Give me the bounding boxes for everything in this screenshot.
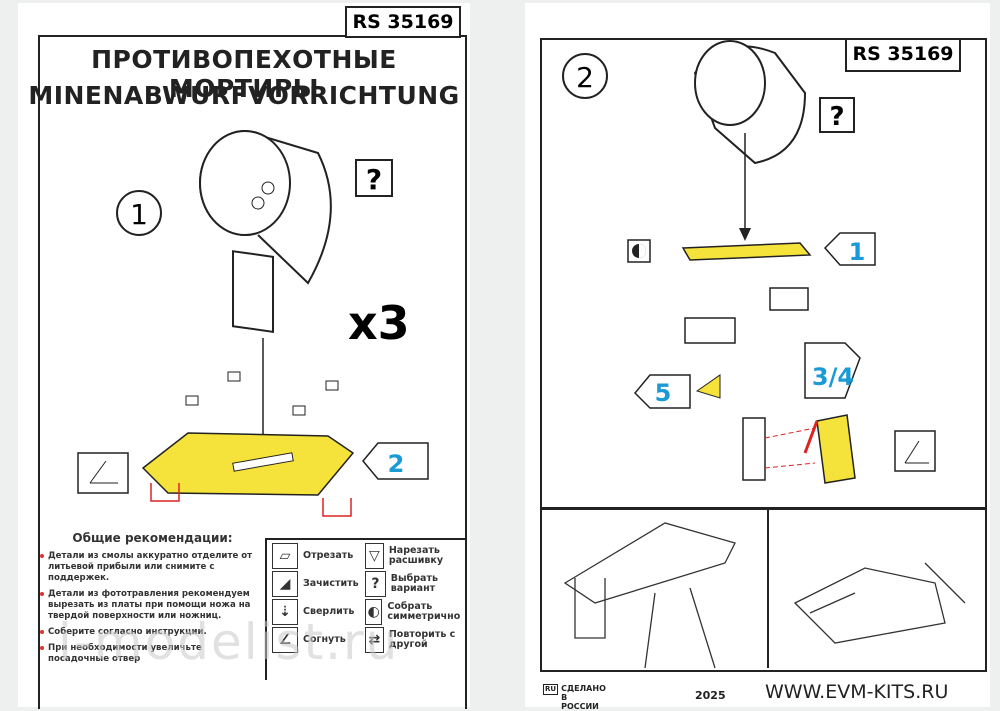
- symmetric-icon: ◐: [365, 599, 383, 625]
- repeat-icon: ⇄: [365, 627, 384, 653]
- title-de: MINENABWURFVORRICHTUNG: [28, 81, 460, 110]
- svg-text:2: 2: [388, 450, 405, 478]
- bend-icon: ∠: [272, 627, 298, 653]
- instruction-page-left: RS 35169 ПРОТИВОПЕХОТНЫЕ МОРТИРЫ MINENAB…: [18, 3, 470, 709]
- recommendation-item: Соберите согласно инструкции.: [40, 627, 265, 638]
- svg-text:?: ?: [829, 102, 844, 132]
- svg-text:?: ?: [366, 163, 382, 196]
- step-circle: [116, 190, 162, 236]
- detail-photos-frame: [540, 508, 987, 672]
- thread-icon: ▽: [365, 543, 384, 569]
- page-frame: [38, 35, 467, 709]
- part-callout-box: [362, 442, 429, 480]
- choose-variant-icon: [355, 159, 393, 197]
- yellow-part-1: [681, 242, 812, 261]
- watermark: i-modelist.ru: [58, 613, 400, 671]
- step-number: 2: [576, 61, 594, 94]
- svg-text:5: 5: [655, 379, 672, 407]
- svg-text:1: 1: [849, 238, 866, 266]
- bend-icon: [77, 452, 129, 494]
- recommendations-heading: Общие рекомендации:: [72, 531, 233, 545]
- step-number: 1: [130, 198, 148, 231]
- website-link[interactable]: WWW.EVM-KITS.RU: [765, 681, 949, 703]
- svg-text:3/4: 3/4: [812, 363, 854, 391]
- sand-icon: ◢: [272, 571, 298, 597]
- general-recommendations: Общие рекомендации: Детали из смолы акку…: [40, 531, 265, 670]
- product-code: RS 35169: [845, 38, 961, 72]
- recommendation-item: Детали из смолы аккуратно отделите от ли…: [40, 551, 265, 584]
- step1-illustration: 1 ? x3 2: [77, 130, 429, 517]
- detail-sketches: [563, 522, 966, 669]
- step2-illustration: 2 ? 1 5 3/4: [562, 40, 936, 484]
- bend-icon: [894, 430, 936, 472]
- product-code: RS 35169: [345, 6, 461, 38]
- choose-variant-icon: [819, 97, 855, 133]
- title-ru: ПРОТИВОПЕХОТНЫЕ МОРТИРЫ: [91, 45, 397, 103]
- drill-icon: ⇣: [272, 599, 298, 625]
- recommendation-item: При необходимости увеличьте посадочные о…: [40, 643, 265, 665]
- recommendation-item: Детали из фототравления рекомендуем выре…: [40, 589, 265, 622]
- cut-icon: ▱: [272, 543, 298, 569]
- symbol-legend: ▱Отрезать ◢Зачистить ⇣Сверлить ∠Согнуть …: [265, 538, 467, 680]
- year: 2025: [695, 689, 726, 702]
- choose-icon: ?: [365, 571, 386, 597]
- quantity-multiplier: x3: [348, 296, 410, 350]
